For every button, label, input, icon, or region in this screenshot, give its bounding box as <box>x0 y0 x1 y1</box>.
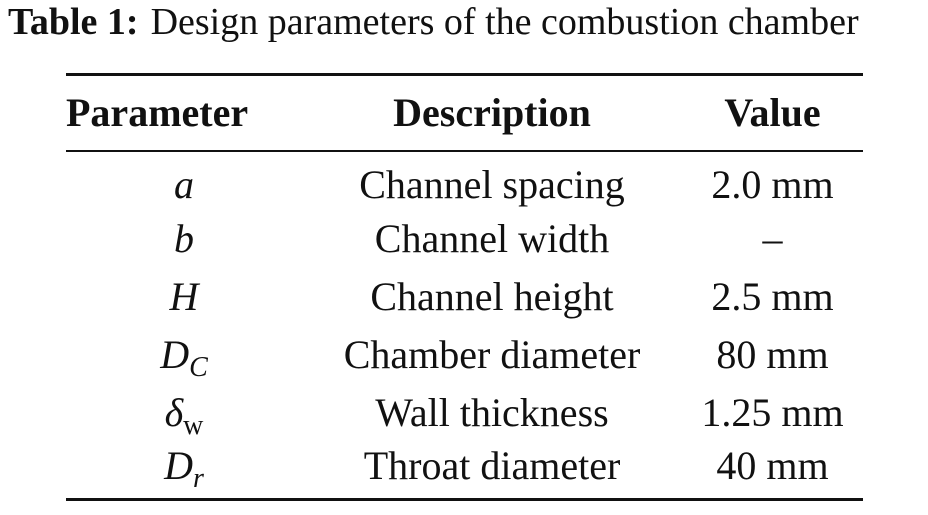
parameter-description: Channel spacing <box>359 162 625 207</box>
symbol-subscript: w <box>183 409 204 441</box>
parameter-table-container: Parameter Description Value a Channel sp… <box>66 73 863 501</box>
table-row: a Channel spacing 2.0 mm <box>66 151 863 209</box>
symbol-subscript: C <box>189 351 208 383</box>
header-row: Parameter Description Value <box>66 74 863 151</box>
parameter-description: Chamber diameter <box>343 331 641 377</box>
table-row: H Channel height 2.5 mm <box>66 267 863 325</box>
table-body: a Channel spacing 2.0 mm b Channel width… <box>66 151 863 499</box>
symbol-base: H <box>169 273 199 319</box>
table-row: b Channel width – <box>66 209 863 267</box>
symbol-base: D <box>164 442 193 488</box>
parameter-symbol: a <box>66 151 302 209</box>
parameter-description: Channel height <box>370 273 614 319</box>
parameter-value: 2.5 mm <box>711 273 834 319</box>
parameter-symbol: b <box>66 209 302 267</box>
parameter-value: – <box>762 215 783 261</box>
symbol-base: b <box>174 215 194 261</box>
parameter-table: Parameter Description Value a Channel sp… <box>66 73 863 501</box>
symbol-subscript: r <box>192 462 204 494</box>
parameter-value: 1.25 mm <box>701 389 844 435</box>
caption-label: Table 1: <box>8 1 139 43</box>
parameter-symbol: DC <box>66 325 302 383</box>
parameter-value: 2.0 mm <box>711 162 834 207</box>
parameter-description: Wall thickness <box>375 389 609 435</box>
header-value: Value <box>724 90 821 135</box>
parameter-symbol: δw <box>66 383 302 441</box>
parameter-symbol: H <box>66 267 302 325</box>
caption-text: Design parameters of the combustion cham… <box>150 1 859 43</box>
table-row: Dr Throat diameter 40 mm <box>66 441 863 499</box>
table-header: Parameter Description Value <box>66 74 863 151</box>
table-caption: Table 1: Design parameters of the combust… <box>8 0 923 44</box>
parameter-description: Channel width <box>374 215 610 261</box>
parameter-symbol: Dr <box>66 441 302 499</box>
symbol-base: δ <box>164 389 184 435</box>
parameter-value: 40 mm <box>716 442 829 488</box>
parameter-description: Throat diameter <box>363 442 621 488</box>
header-parameter: Parameter <box>66 90 249 135</box>
parameter-value: 80 mm <box>716 331 829 377</box>
table-row: δw Wall thickness 1.25 mm <box>66 383 863 441</box>
table-row: DC Chamber diameter 80 mm <box>66 325 863 383</box>
symbol-base: a <box>174 162 194 207</box>
header-description: Description <box>393 90 591 135</box>
symbol-base: D <box>160 331 190 377</box>
